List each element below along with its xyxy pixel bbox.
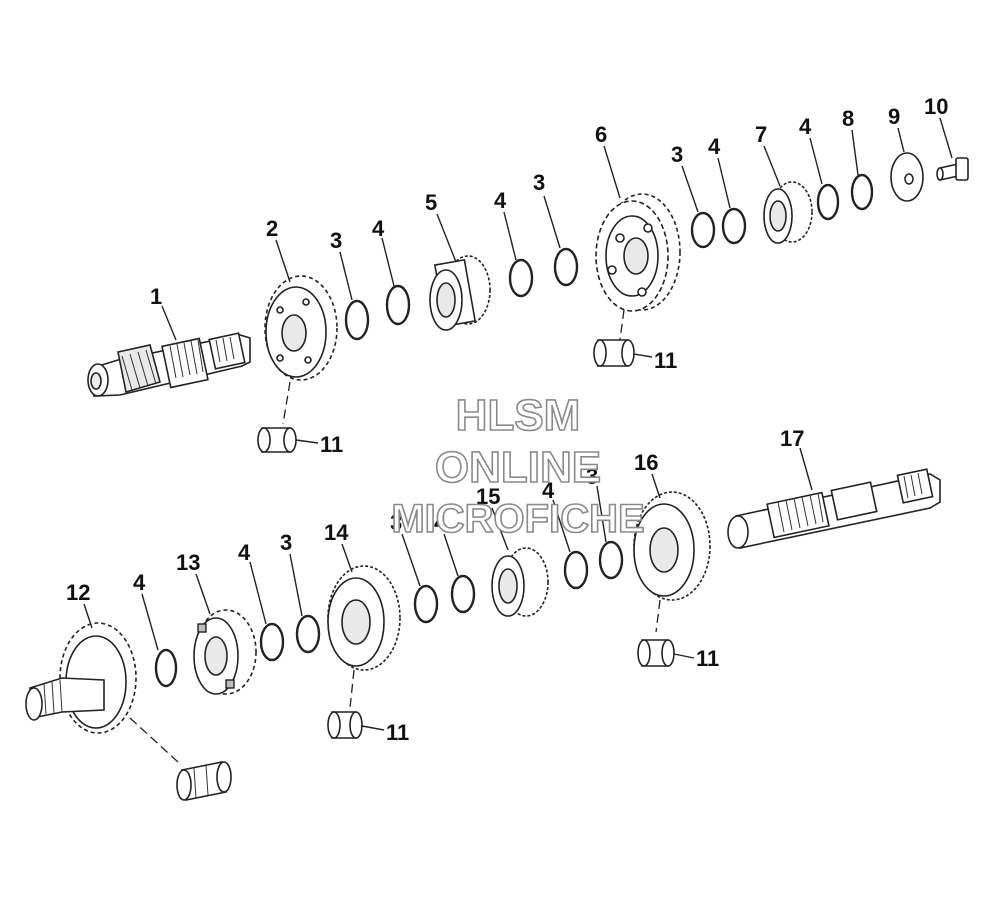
callout-4: 4 xyxy=(494,188,507,213)
callout-4: 4 xyxy=(434,510,447,535)
callout-12: 12 xyxy=(66,580,90,605)
callout-4: 4 xyxy=(133,570,146,595)
callout-15: 15 xyxy=(476,484,500,509)
part-8-snap-ring xyxy=(850,173,874,211)
dashed-leader-12 xyxy=(129,717,179,763)
watermark-line-3: MICROFICHE xyxy=(391,497,644,541)
part-4-snap-ring-a xyxy=(385,284,411,326)
dashed-leader-14 xyxy=(349,669,355,709)
part-2-gear xyxy=(264,275,338,381)
callout-9: 9 xyxy=(888,104,900,129)
part-11-bearing-c xyxy=(637,639,675,667)
callout-16: 16 xyxy=(634,450,658,475)
part-1-mainshaft xyxy=(87,332,251,397)
callout-2: 2 xyxy=(266,216,278,241)
callout-3: 3 xyxy=(280,530,292,555)
leaders-lower xyxy=(83,447,813,651)
callout-labels: 1 2 3 4 5 4 3 6 3 4 7 4 8 9 10 11 11 12 … xyxy=(66,94,948,745)
callout-3: 3 xyxy=(330,228,342,253)
callout-14: 14 xyxy=(324,520,349,545)
watermark-line-1: HLSM xyxy=(456,391,581,440)
callout-4: 4 xyxy=(372,216,385,241)
dashed-leader-6 xyxy=(619,309,625,341)
part-4-snap-ring-h xyxy=(563,550,589,590)
leader-11-b xyxy=(633,353,653,358)
part-16-gear xyxy=(633,491,711,601)
part-14-gear xyxy=(327,565,401,671)
part-3-thrust-washer-a xyxy=(344,299,370,341)
callout-5: 5 xyxy=(425,190,437,215)
part-11-bearing-a xyxy=(257,427,297,453)
part-3-thrust-washer-e xyxy=(413,584,439,624)
part-11-bearing-d xyxy=(327,711,363,739)
part-17-countershaft xyxy=(727,468,941,549)
callout-4: 4 xyxy=(799,114,812,139)
callout-3: 3 xyxy=(533,170,545,195)
callout-3: 3 xyxy=(586,464,598,489)
callout-6: 6 xyxy=(595,122,607,147)
callout-4: 4 xyxy=(708,134,721,159)
part-9-washer xyxy=(890,152,924,202)
callout-7: 7 xyxy=(755,122,767,147)
part-4-snap-ring-f xyxy=(259,622,285,662)
part-11-bearing-b xyxy=(593,339,635,367)
leaders-upper xyxy=(161,117,953,341)
callout-3: 3 xyxy=(671,142,683,167)
callout-11: 11 xyxy=(696,646,719,671)
part-13-gear xyxy=(193,609,257,695)
callout-3: 3 xyxy=(390,510,402,535)
leader-11-a xyxy=(295,439,319,444)
part-12-countershaft-gear xyxy=(25,622,137,734)
leader-11-d xyxy=(361,725,385,731)
callout-13: 13 xyxy=(176,550,200,575)
part-4-snap-ring-d xyxy=(816,183,840,221)
part-3-thrust-washer-c xyxy=(690,211,716,249)
callout-10: 10 xyxy=(924,94,948,119)
part-4-snap-ring-b xyxy=(508,258,534,298)
dashed-leader-2 xyxy=(282,381,291,425)
part-4-snap-ring-g xyxy=(450,574,476,614)
leader-11-c xyxy=(673,653,695,659)
part-4-snap-ring-e xyxy=(154,648,178,688)
callout-4: 4 xyxy=(542,478,555,503)
callout-11: 11 xyxy=(386,720,409,745)
part-3-thrust-washer-d xyxy=(295,614,321,654)
part-6-gear xyxy=(595,193,681,312)
part-3-thrust-washer-f xyxy=(598,540,624,580)
bearing-lower-12 xyxy=(176,761,232,801)
callout-11: 11 xyxy=(320,432,343,457)
part-10-bolt xyxy=(936,157,969,181)
dashed-leader-16 xyxy=(655,599,661,633)
part-15-gear xyxy=(491,547,549,617)
callout-1: 1 xyxy=(150,284,162,309)
callout-11: 11 xyxy=(654,348,677,373)
callout-4: 4 xyxy=(238,540,251,565)
part-4-snap-ring-c xyxy=(721,207,747,245)
watermark: HLSM ONLINE MICROFICHE xyxy=(391,390,646,542)
part-5-gear xyxy=(429,255,491,331)
part-3-thrust-washer-b xyxy=(553,247,579,287)
callout-8: 8 xyxy=(842,106,854,131)
part-7-gear xyxy=(763,181,813,244)
callout-17: 17 xyxy=(780,426,804,451)
watermark-line-2: ONLINE xyxy=(435,443,601,492)
